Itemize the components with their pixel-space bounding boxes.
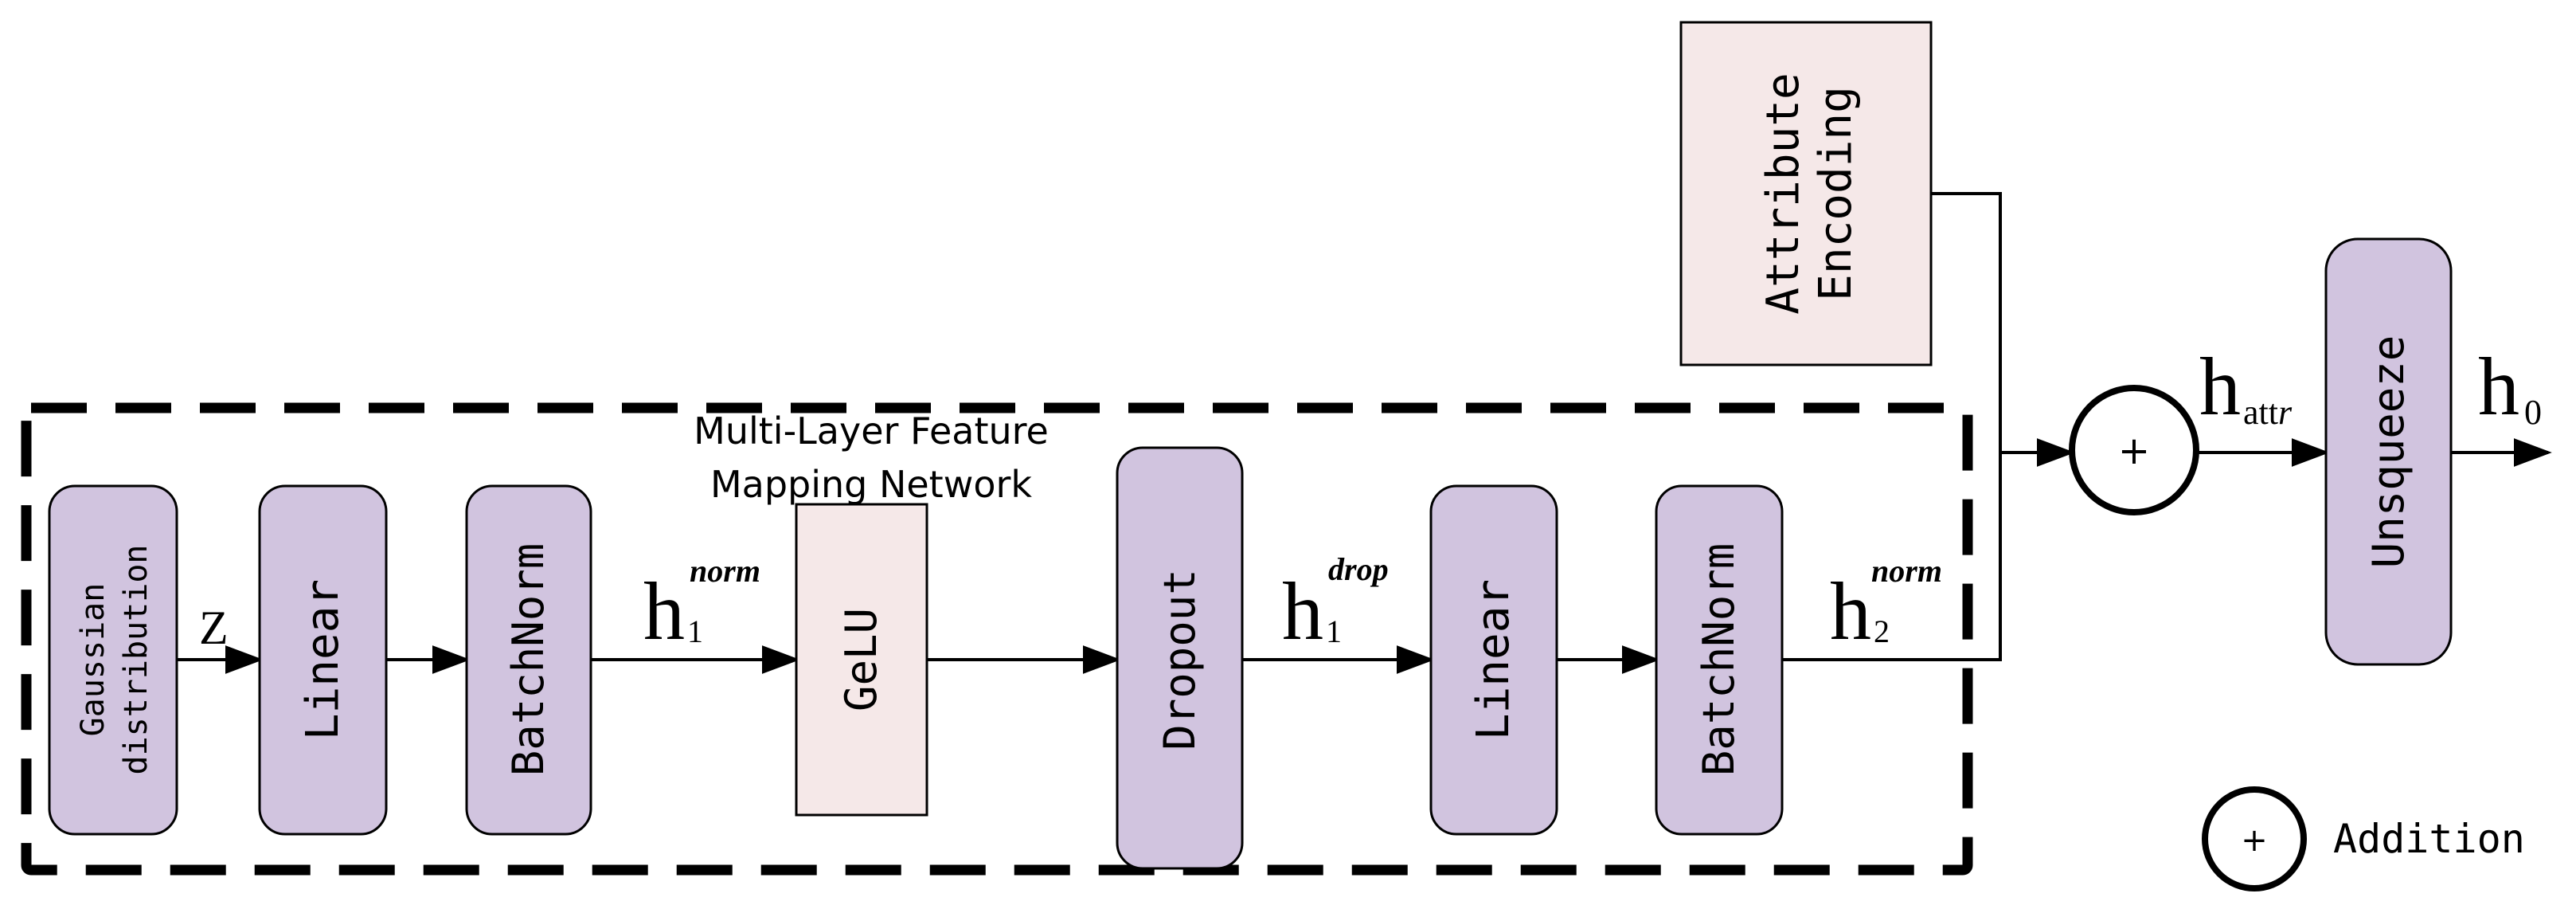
h-attr-label: h attr (2199, 341, 2293, 433)
batchnorm-1-label: BatchNorm (503, 543, 553, 777)
h1-norm-base: h (643, 566, 685, 657)
h0-base: h (2478, 341, 2519, 433)
h1-norm-label: h 1 norm (643, 553, 760, 657)
h1-norm-sub: 1 (687, 613, 703, 649)
attribute-label-line2: Encoding (1810, 86, 1862, 301)
connectors (177, 192, 2552, 674)
h2-norm-sub: 2 (1874, 613, 1890, 649)
gaussian-label-line1: Gaussian (75, 583, 111, 737)
legend-addition-icon (2202, 786, 2307, 891)
h1-drop-sup: drop (1328, 551, 1389, 587)
h1-drop-base: h (1282, 566, 1323, 657)
z-label: Z (199, 601, 229, 654)
gaussian-label-line2: distribution (118, 545, 154, 775)
batchnorm-2-label: BatchNorm (1694, 543, 1744, 777)
h-attr-sub: attr (2243, 393, 2293, 432)
batchnorm-block-2: BatchNorm (1655, 484, 1784, 836)
h-attr-base: h (2199, 341, 2241, 433)
gaussian-distribution-block: Gaussian distribution (48, 484, 178, 836)
line-batchnorm2-to-merge (1782, 454, 2002, 661)
feature-mapping-group-border (21, 402, 1973, 876)
attribute-encoding-block: Attribute Encoding (1679, 21, 1933, 366)
dropout-label: Dropout (1155, 569, 1205, 750)
addition-operator-symbol: + (2118, 429, 2150, 473)
h0-label: h 0 (2478, 341, 2542, 433)
legend-label: Addition (2333, 816, 2525, 862)
h1-norm-sup: norm (690, 553, 760, 589)
h2-norm-sup: norm (1871, 553, 1942, 589)
dropout-block: Dropout (1116, 446, 1244, 870)
unsqueeze-block: Unsqueeze (2324, 237, 2453, 666)
group-title-line1: Multi-Layer Feature (694, 409, 1049, 453)
linear-2-label: Linear (1468, 579, 1519, 740)
legend: + Addition (2202, 786, 2525, 891)
attribute-label-line1: Attribute (1757, 72, 1809, 314)
gelu-block: GeLU (795, 503, 928, 817)
legend-symbol: + (2241, 822, 2268, 859)
gelu-label: GeLU (836, 608, 886, 711)
line-attribute-to-merge (1931, 192, 2002, 454)
h2-norm-base: h (1830, 566, 1871, 657)
h0-sub: 0 (2524, 393, 2542, 432)
batchnorm-block-1: BatchNorm (465, 484, 592, 836)
linear-block-1: Linear (258, 484, 388, 836)
linear-1-label: Linear (297, 579, 349, 740)
group-title-line2: Mapping Network (710, 463, 1032, 506)
h2-norm-label: h 2 norm (1830, 553, 1942, 657)
h1-drop-label: h 1 drop (1282, 551, 1389, 657)
h1-drop-sub: 1 (1326, 613, 1342, 649)
linear-block-2: Linear (1429, 484, 1558, 836)
unsqueeze-label: Unsqueeze (2363, 335, 2414, 569)
addition-operator: + (2069, 385, 2199, 515)
